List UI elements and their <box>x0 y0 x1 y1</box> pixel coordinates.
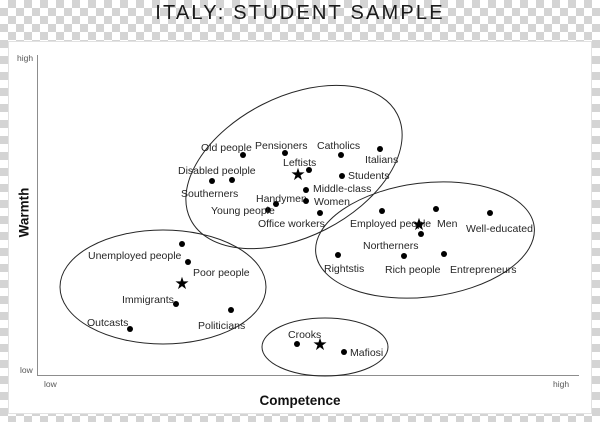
data-point[interactable] <box>282 150 288 156</box>
data-point[interactable] <box>294 341 300 347</box>
x-axis-tick-low: low <box>44 379 57 389</box>
data-point-label: Students <box>348 170 390 182</box>
data-point-label: Rightstis <box>324 263 365 275</box>
data-point-label: Unemployed people <box>88 250 182 262</box>
data-point[interactable] <box>401 253 407 259</box>
data-point-label: Young people <box>211 205 275 217</box>
data-point[interactable] <box>127 326 133 332</box>
data-point[interactable] <box>173 301 179 307</box>
data-point[interactable] <box>377 146 383 152</box>
data-point-label: Southerners <box>181 188 239 200</box>
data-point[interactable] <box>306 167 312 173</box>
data-point[interactable] <box>179 241 185 247</box>
data-point-label: Rich people <box>385 264 441 276</box>
data-point-label: Politicians <box>198 320 246 332</box>
data-point-label: Old people <box>201 142 252 154</box>
data-point[interactable] <box>265 207 271 213</box>
data-point-label: Northerners <box>363 240 419 252</box>
data-point[interactable] <box>317 210 323 216</box>
data-point[interactable] <box>339 173 345 179</box>
data-point[interactable] <box>418 231 424 237</box>
data-point[interactable] <box>185 259 191 265</box>
data-point-label: Immigrants <box>122 294 174 306</box>
y-axis-line <box>37 55 38 375</box>
data-point[interactable] <box>228 307 234 313</box>
y-axis-tick-high: high <box>17 53 34 63</box>
data-point[interactable] <box>240 152 246 158</box>
data-point[interactable] <box>229 177 235 183</box>
data-point[interactable] <box>273 201 279 207</box>
data-point-label: Men <box>437 218 458 230</box>
data-point[interactable] <box>341 349 347 355</box>
data-point[interactable] <box>487 210 493 216</box>
data-point[interactable] <box>303 198 309 204</box>
data-point[interactable] <box>335 252 341 258</box>
x-axis-line <box>37 375 579 376</box>
data-point-label: Entrepreneurs <box>450 264 517 276</box>
data-point-label: Crooks <box>288 329 322 341</box>
data-point-label: Women <box>314 196 350 208</box>
data-point-label: Leftists <box>283 157 317 169</box>
y-axis-title: Warmth <box>16 187 32 238</box>
data-point[interactable] <box>338 152 344 158</box>
data-point-label: Well-educated <box>466 223 533 235</box>
figure-title: ITALY: STUDENT SAMPLE <box>155 2 445 24</box>
data-point-label: Outcasts <box>87 317 129 329</box>
data-point-label: Middle-class <box>313 183 372 195</box>
data-point-label: Disabled peolple <box>178 165 256 177</box>
data-point-label: Pensioners <box>255 140 308 152</box>
data-point-label: Poor people <box>193 267 250 279</box>
data-point-label: Catholics <box>317 140 361 152</box>
x-axis-tick-high: high <box>553 379 570 389</box>
data-point-label: Handymen <box>256 193 307 205</box>
data-point-label: Employed people <box>350 218 432 230</box>
x-axis-title: Competence <box>259 393 341 408</box>
data-point-label: Office workers <box>258 218 325 230</box>
data-point[interactable] <box>379 208 385 214</box>
data-point[interactable] <box>209 178 215 184</box>
data-point-label: Italians <box>365 154 399 166</box>
y-axis-tick-low: low <box>20 365 33 375</box>
data-point[interactable] <box>303 187 309 193</box>
data-point[interactable] <box>441 251 447 257</box>
data-point-label: Mafiosi <box>350 347 384 359</box>
data-point[interactable] <box>433 206 439 212</box>
